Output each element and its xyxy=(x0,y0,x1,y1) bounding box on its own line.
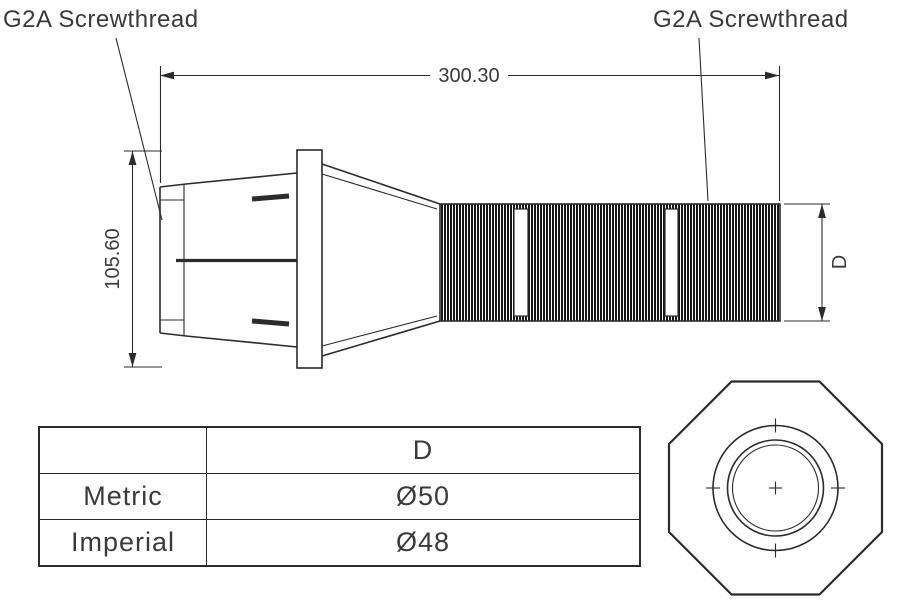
flange xyxy=(296,149,323,369)
spec-table-corner-cell xyxy=(40,428,207,473)
dimension-diameter: D xyxy=(784,203,851,322)
thread-leader-lines xyxy=(115,37,709,221)
metric-diameter-value: Ø50 xyxy=(395,481,451,511)
dim-overall-length-text: 300.30 xyxy=(438,65,499,87)
imperial-diameter-value: Ø48 xyxy=(395,527,451,557)
dimension-collet-height: 105.60 xyxy=(102,150,162,368)
leader-line-left xyxy=(115,37,163,221)
dim-collet-height-text: 105.60 xyxy=(102,228,124,289)
thread-label-right: G2A Screwthread xyxy=(653,6,849,33)
thread-label-left: G2A Screwthread xyxy=(3,6,199,33)
spec-table-row-metric: Metric Ø50 xyxy=(40,473,639,519)
arrowhead-top xyxy=(818,204,826,218)
inner-bore-circle xyxy=(726,439,825,537)
grip-serration-top xyxy=(251,193,290,202)
spec-table-header-row: D xyxy=(40,428,639,473)
arrowhead-top xyxy=(128,151,137,165)
thread-relief-groove-1 xyxy=(513,208,529,317)
bore-chamfer-circle xyxy=(731,444,820,532)
collet-end-view xyxy=(667,380,884,596)
imperial-label: Imperial xyxy=(40,520,207,565)
collet-side-view xyxy=(159,149,781,369)
leader-line-right xyxy=(698,37,709,202)
arrowhead-bottom xyxy=(818,307,826,321)
arrowhead-right xyxy=(765,71,779,80)
threaded-body xyxy=(439,203,781,322)
thread-relief-groove-2 xyxy=(664,208,679,317)
spec-table-header-d: D xyxy=(412,435,434,465)
metric-label: Metric xyxy=(40,474,207,519)
dimension-overall-length: 300.30 xyxy=(159,65,781,201)
grip-serration-bottom xyxy=(251,318,290,327)
arrowhead-bottom xyxy=(128,353,137,367)
dim-diameter-text: D xyxy=(829,255,851,269)
spec-table-row-imperial: Imperial Ø48 xyxy=(40,519,639,565)
spec-table: D Metric Ø50 Imperial Ø48 xyxy=(38,426,641,567)
arrowhead-left xyxy=(160,71,174,80)
